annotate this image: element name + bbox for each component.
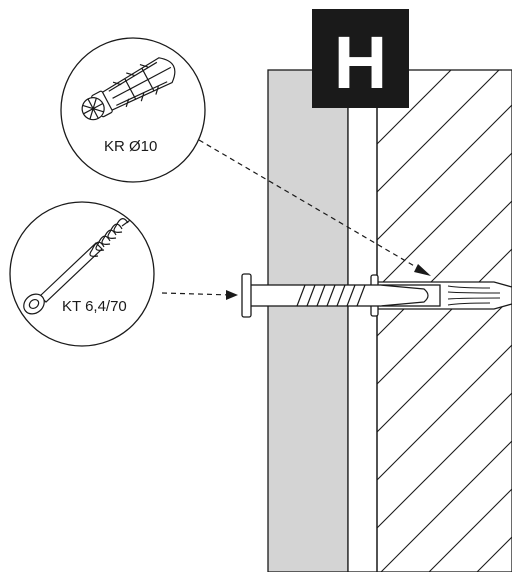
screw-thread <box>296 284 366 307</box>
wall-section <box>267 69 512 572</box>
callout-anchor-label: KR Ø10 <box>104 138 157 155</box>
screw-leader-arrowhead <box>226 290 238 300</box>
leader-arrows <box>161 139 431 300</box>
callout-screw: KT 6,4/70 <box>9 201 155 347</box>
installed-fixing <box>241 273 512 318</box>
callout-screw-label: KT 6,4/70 <box>62 298 127 315</box>
screw-leader-line <box>161 292 233 296</box>
callout-anchor: KR Ø10 <box>60 37 206 183</box>
countersunk-screw-icon <box>23 217 134 315</box>
step-badge-box <box>312 9 409 108</box>
callout-screw-circle <box>9 201 155 347</box>
step-badge-letter: H <box>334 21 387 104</box>
masonry-wall <box>376 69 512 572</box>
anchor-leader-arrowhead <box>414 264 431 276</box>
wall-plug-anchor-icon <box>81 57 176 121</box>
insulation-layer <box>267 69 349 572</box>
step-badge: H <box>312 9 409 108</box>
air-gap <box>347 69 378 572</box>
screw-head <box>241 273 252 318</box>
